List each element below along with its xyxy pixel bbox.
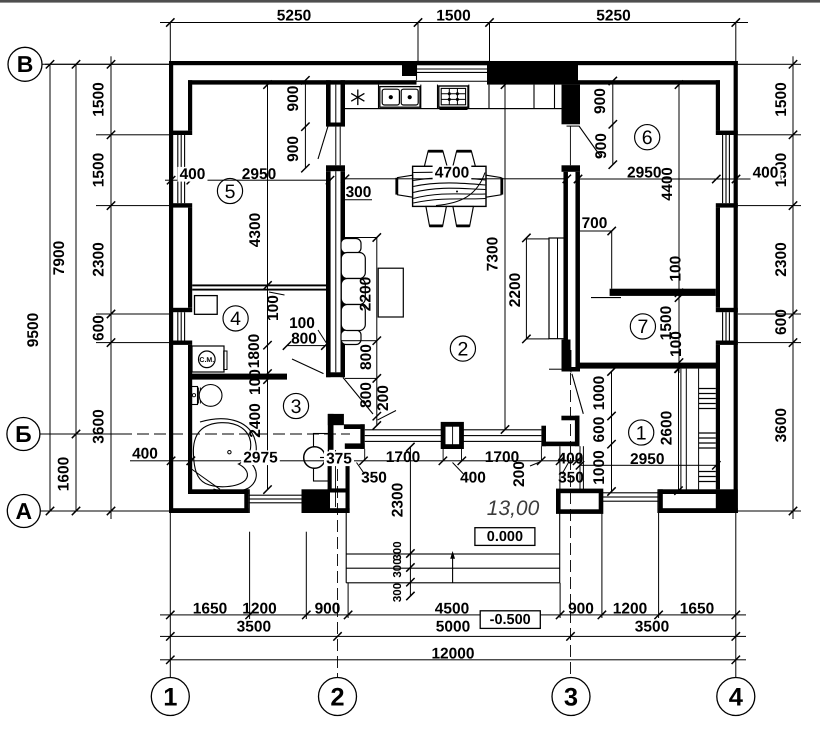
svg-text:1000: 1000 [591,376,608,410]
svg-text:12000: 12000 [431,645,474,662]
svg-text:1200: 1200 [613,601,647,618]
svg-text:1500: 1500 [658,306,675,340]
svg-text:2400: 2400 [247,403,264,437]
svg-text:1: 1 [163,683,177,711]
svg-text:С.М.: С.М. [199,357,214,364]
svg-text:400: 400 [132,446,158,463]
svg-text:5: 5 [225,181,236,203]
svg-text:900: 900 [568,601,594,618]
svg-text:900: 900 [285,86,302,112]
svg-text:4700: 4700 [435,165,469,182]
svg-text:900: 900 [593,133,610,159]
svg-text:1700: 1700 [386,449,420,466]
svg-text:5250: 5250 [277,8,311,25]
svg-text:600: 600 [591,417,608,443]
svg-text:3: 3 [564,683,578,711]
svg-text:300: 300 [346,184,372,201]
svg-text:4: 4 [230,308,241,330]
svg-text:700: 700 [582,215,608,232]
svg-text:400: 400 [460,470,486,487]
svg-text:1000: 1000 [591,450,608,484]
svg-text:2950: 2950 [627,164,661,181]
svg-text:2950: 2950 [630,451,664,468]
svg-text:7300: 7300 [484,237,501,271]
svg-text:200: 200 [511,461,528,487]
svg-text:2600: 2600 [659,411,676,445]
svg-text:3: 3 [291,396,302,418]
svg-text:900: 900 [285,136,302,162]
svg-text:9500: 9500 [25,313,42,347]
svg-text:13,00: 13,00 [487,497,540,520]
svg-text:2200: 2200 [358,277,375,311]
svg-text:3600: 3600 [90,409,107,443]
svg-text:400: 400 [180,166,206,183]
svg-text:3500: 3500 [237,619,271,636]
svg-text:400: 400 [558,451,584,468]
svg-text:100: 100 [668,256,685,282]
svg-text:3600: 3600 [773,408,790,442]
svg-text:100: 100 [247,369,264,395]
svg-text:В: В [17,51,34,77]
svg-text:100: 100 [668,331,685,357]
svg-text:Б: Б [15,421,32,447]
svg-text:2: 2 [330,683,344,711]
svg-text:400: 400 [753,165,779,182]
svg-text:2: 2 [457,338,468,360]
svg-text:4: 4 [729,683,744,711]
svg-text:600: 600 [773,309,790,335]
svg-text:1700: 1700 [485,449,519,466]
svg-text:900: 900 [592,88,609,114]
svg-text:300: 300 [392,541,404,560]
svg-text:350: 350 [558,470,584,487]
svg-text:4400: 4400 [659,167,676,200]
svg-text:800: 800 [358,382,375,408]
svg-text:600: 600 [90,315,107,341]
svg-text:А: А [15,498,32,524]
svg-text:800: 800 [358,344,375,370]
svg-text:-0.500: -0.500 [490,612,531,628]
svg-text:2300: 2300 [389,483,406,517]
svg-text:3500: 3500 [635,619,669,636]
svg-text:200: 200 [375,385,392,411]
svg-text:2300: 2300 [90,242,107,276]
svg-text:2950: 2950 [242,166,276,183]
svg-text:1500: 1500 [436,8,470,25]
svg-text:1500: 1500 [773,82,790,116]
svg-text:375: 375 [326,451,352,468]
svg-text:100: 100 [265,295,282,321]
svg-text:900: 900 [315,601,341,618]
svg-text:5000: 5000 [436,619,470,636]
svg-text:2300: 2300 [773,242,790,276]
svg-text:1200: 1200 [242,601,276,618]
svg-text:0.000: 0.000 [487,529,523,545]
svg-text:1600: 1600 [56,457,73,491]
svg-text:5250: 5250 [596,8,630,25]
svg-text:800: 800 [291,331,317,348]
svg-text:2200: 2200 [507,273,524,307]
svg-text:1500: 1500 [90,82,107,116]
svg-text:1650: 1650 [193,601,227,618]
svg-text:1650: 1650 [680,601,714,618]
svg-text:100: 100 [289,315,315,332]
svg-text:6: 6 [642,127,653,149]
svg-text:1500: 1500 [90,153,107,187]
svg-text:1: 1 [636,422,647,444]
svg-text:1800: 1800 [246,334,263,368]
svg-text:7900: 7900 [51,241,68,275]
svg-text:7: 7 [637,316,648,338]
svg-text:350: 350 [361,470,387,487]
svg-text:300: 300 [392,583,404,602]
svg-text:300: 300 [392,558,404,577]
svg-text:4300: 4300 [247,213,264,247]
svg-text:2975: 2975 [243,450,278,467]
svg-text:4500: 4500 [435,601,469,618]
